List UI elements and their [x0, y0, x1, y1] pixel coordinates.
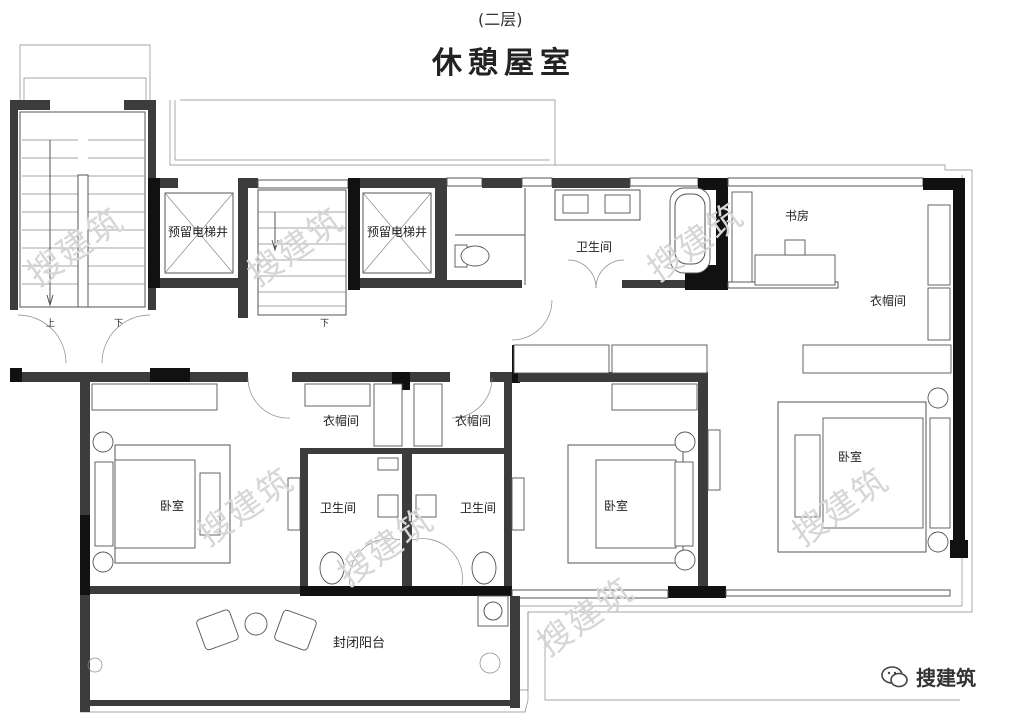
room-label-study: 书房 — [785, 209, 810, 223]
room-label-bedroom-left: 卧室 — [160, 499, 185, 513]
room-label-closet-top-right: 衣帽间 — [870, 294, 907, 308]
center-stair — [257, 189, 347, 316]
floor-label: (二层) — [478, 10, 523, 29]
logo-text: 搜建筑 — [916, 666, 976, 690]
room-label-bath-mid-left: 卫生间 — [320, 501, 357, 515]
room-label-bath-top: 卫生间 — [576, 240, 613, 254]
balcony-furniture — [87, 595, 509, 674]
page-title: 休憩屋室 — [432, 46, 576, 81]
beds — [92, 387, 951, 573]
room-label-balcony: 封闭阳台 — [333, 636, 386, 651]
middle-bathrooms — [287, 429, 721, 586]
middle-walls — [10, 299, 968, 712]
room-label-bath-mid-right: 卫生间 — [460, 501, 497, 515]
top-row-walls — [148, 177, 965, 558]
logo: 搜建筑 — [880, 662, 976, 691]
stair-label-left-down: 下 — [114, 319, 124, 329]
room-label-bedroom-right: 卧室 — [838, 450, 863, 464]
wardrobes — [91, 344, 952, 447]
room-label-closet-mid-right: 衣帽间 — [455, 414, 492, 428]
study-furniture — [731, 191, 951, 341]
top-bathroom — [454, 187, 711, 289]
room-label-elevator-left: 预留电梯井 — [168, 225, 229, 239]
room-label-elevator-right: 预留电梯井 — [367, 225, 428, 239]
stair-label-center-down: 下 — [320, 319, 330, 329]
stair-label-left-up: 上 — [46, 319, 56, 329]
wechat-icon — [881, 665, 908, 687]
room-label-bedroom-mid: 卧室 — [604, 499, 629, 513]
room-label-closet-mid-left: 衣帽间 — [323, 414, 360, 428]
stair-treads-left — [22, 139, 145, 308]
elevator-shafts — [164, 192, 432, 274]
